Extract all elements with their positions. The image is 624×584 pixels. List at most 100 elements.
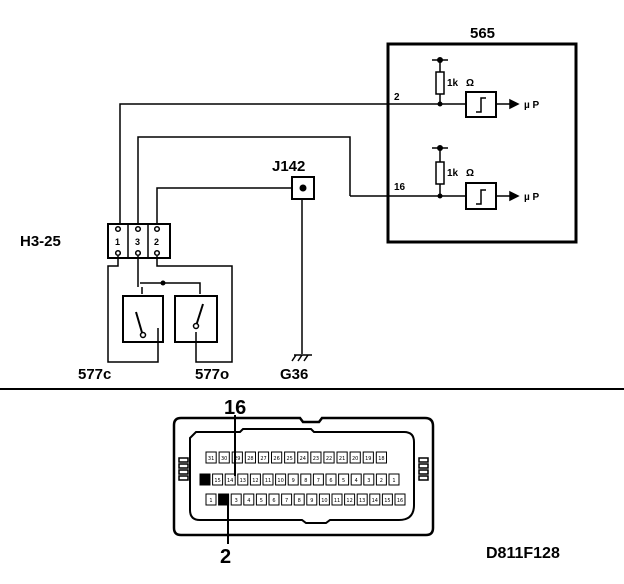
plug-pin-label: 15: [384, 498, 390, 504]
plug-pin-label: 12: [346, 498, 352, 504]
plug-pin: [293, 493, 305, 506]
junction-dot: [299, 184, 307, 192]
plug-pin-label: 3: [367, 478, 370, 484]
plug-pin-label: 6: [272, 498, 275, 504]
ecu-plug-outline: [172, 416, 435, 537]
ecu-label: 565: [470, 25, 495, 42]
plug-pin: [205, 451, 217, 464]
plug-pin-label: 14: [372, 498, 378, 504]
plug-pin: [356, 493, 368, 506]
plug-pin-label: 2: [222, 498, 225, 504]
plug-pin: [262, 473, 274, 486]
ecu-channel-top: [388, 59, 520, 118]
ecu-node-bottom-2: [437, 193, 443, 199]
plug-pin-label: 10: [277, 478, 283, 484]
plug-pin-label: 8: [304, 478, 307, 484]
plug-pin: [297, 451, 309, 464]
switch-junction-dot: [160, 280, 166, 286]
connector-pin-3: 3: [135, 237, 140, 247]
plug-pin-label: 19: [365, 456, 371, 462]
plug-callout-16: 16: [224, 397, 246, 419]
plug-pin-label: 29: [234, 456, 240, 462]
plug-pin: [218, 451, 230, 464]
connector-pin-1: 1: [115, 237, 120, 247]
plug-pin: [268, 493, 280, 506]
wires: [119, 103, 388, 354]
plug-pin: [243, 493, 255, 506]
plug-pin: [212, 473, 224, 486]
plug-pin: [312, 473, 324, 486]
plug-pin: [284, 451, 296, 464]
plug-pin-label: 24: [300, 456, 306, 462]
plug-pin-label: 11: [265, 478, 271, 484]
junction-label: J142: [272, 158, 305, 175]
plug-pin: [375, 473, 387, 486]
plug-pin-label: 31: [208, 456, 214, 462]
micro-top-label: µ P: [524, 100, 540, 111]
plug-pin: [318, 493, 330, 506]
connector-h3-25: [107, 223, 171, 259]
plug-pin: [244, 451, 257, 464]
plug-pin-label: 13: [240, 478, 246, 484]
plug-pin: [331, 493, 343, 506]
plug-pin-label: 6: [329, 478, 332, 484]
plug-pin: [306, 493, 318, 506]
plug-pin: [257, 451, 270, 464]
plug-pin-label: 23: [313, 456, 319, 462]
plug-pin-label: 20: [352, 456, 358, 462]
plug-pin-label: 5: [342, 478, 345, 484]
plug-pin-label: 18: [378, 456, 384, 462]
plug-callouts: [227, 415, 236, 544]
plug-pin-label: 1: [392, 478, 395, 484]
plug-pin: [310, 451, 322, 464]
switch-c-label: 577c: [78, 366, 111, 383]
plug-pin-label: 15: [214, 478, 220, 484]
plug-pin-label: 26: [273, 456, 279, 462]
plug-pin: [388, 473, 400, 486]
plug-pin: [281, 493, 293, 506]
figure-code: D811F128: [486, 545, 560, 562]
ecu-node-top-2: [437, 101, 443, 107]
plug-pin: [205, 493, 217, 506]
ohm-top-label: Ω: [466, 78, 474, 89]
plug-pin: [336, 451, 348, 464]
plug-pin-label: 16: [397, 498, 403, 504]
plug-pin-label: 16: [202, 478, 208, 484]
plug-callout-2: 2: [220, 546, 231, 568]
plug-pin-label: 4: [355, 478, 358, 484]
plug-pin-label: 4: [247, 498, 250, 504]
plug-pin-label: 7: [317, 478, 320, 484]
plug-pin-label: 14: [227, 478, 233, 484]
plug-pin: [224, 473, 236, 486]
plug-pin-label: 9: [310, 498, 313, 504]
plug-pin: [323, 451, 335, 464]
plug-pin-label: 27: [260, 456, 266, 462]
plug-pin: [275, 473, 287, 486]
plug-pin-label: 8: [298, 498, 301, 504]
plug-side-ribs: [178, 457, 429, 481]
plug-pin-label: 9: [292, 478, 295, 484]
plug-pin-label: 13: [359, 498, 365, 504]
plug-pin: [369, 493, 381, 506]
plug-pin-label: 21: [339, 456, 345, 462]
plug-pin-label: 25: [287, 456, 293, 462]
ecu-node-bottom: [437, 145, 443, 151]
micro-bottom-label: µ P: [524, 192, 540, 203]
plug-pin: [300, 473, 312, 486]
plug-pin: [249, 473, 261, 486]
ecu-box: [386, 42, 578, 244]
plug-pin: [350, 473, 362, 486]
plug-pin: [271, 451, 283, 464]
plug-pin-label: 30: [221, 456, 227, 462]
plug-pin: [362, 451, 374, 464]
plug-pin-label: 11: [334, 498, 340, 504]
plug-pin: [231, 451, 243, 464]
ground-label: G36: [280, 366, 308, 383]
plug-pin: [381, 493, 393, 506]
switch-wiring: [107, 256, 233, 363]
ecu-channel-bottom: [350, 147, 520, 210]
switch-577c: [122, 295, 164, 343]
connector-label: H3-25: [20, 233, 61, 250]
